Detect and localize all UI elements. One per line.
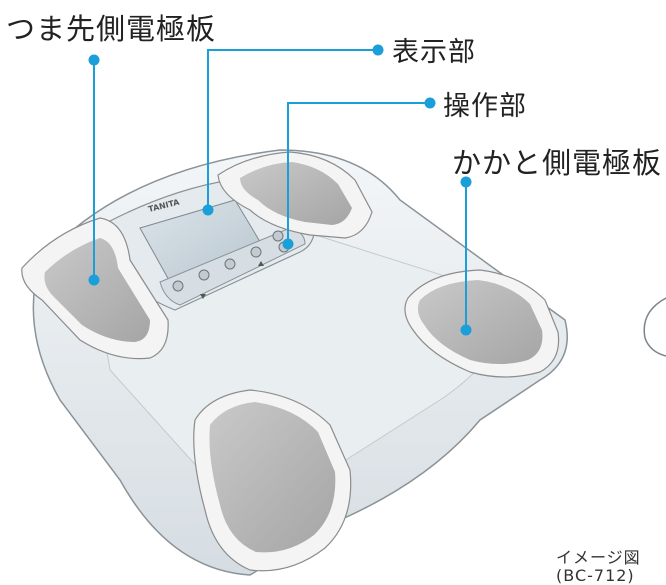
toe-dot-bottom — [88, 274, 100, 286]
partial-object — [643, 297, 666, 357]
toe-dot-top — [88, 54, 100, 66]
caption-model: (BC-712) — [556, 566, 635, 585]
operation-leader-line — [287, 102, 430, 244]
heel-dot-bottom — [460, 324, 472, 336]
operation-panel — [159, 227, 306, 306]
leader-dots — [88, 44, 472, 336]
button-3[interactable] — [224, 258, 236, 270]
toe-electrode-right — [217, 151, 373, 239]
heel-electrode-right — [404, 269, 560, 378]
heel-electrode-label: かかと側電極板 — [452, 146, 663, 180]
button-5[interactable] — [272, 230, 284, 242]
leader-lines — [93, 49, 467, 330]
caption-image-note: イメージ図 — [556, 548, 641, 567]
display-label: 表示部 — [392, 37, 476, 68]
heel-electrode-left — [193, 389, 352, 572]
heel-dot-top — [460, 176, 472, 188]
operation-dot-target — [282, 238, 294, 250]
operation-label: 操作部 — [443, 91, 527, 122]
up-arrow-icon[interactable] — [258, 261, 264, 266]
down-arrow-icon[interactable] — [200, 294, 206, 299]
display-leader-line — [207, 49, 378, 210]
button-4[interactable] — [250, 246, 262, 258]
operation-dot-label — [424, 97, 436, 109]
toe-electrode-left — [21, 217, 169, 360]
toe-electrode-label: つま先側電極板 — [6, 12, 217, 46]
button-2[interactable] — [198, 269, 210, 281]
display-dot-target — [202, 204, 214, 216]
display-dot-label — [372, 44, 384, 56]
button-1[interactable] — [172, 280, 184, 292]
